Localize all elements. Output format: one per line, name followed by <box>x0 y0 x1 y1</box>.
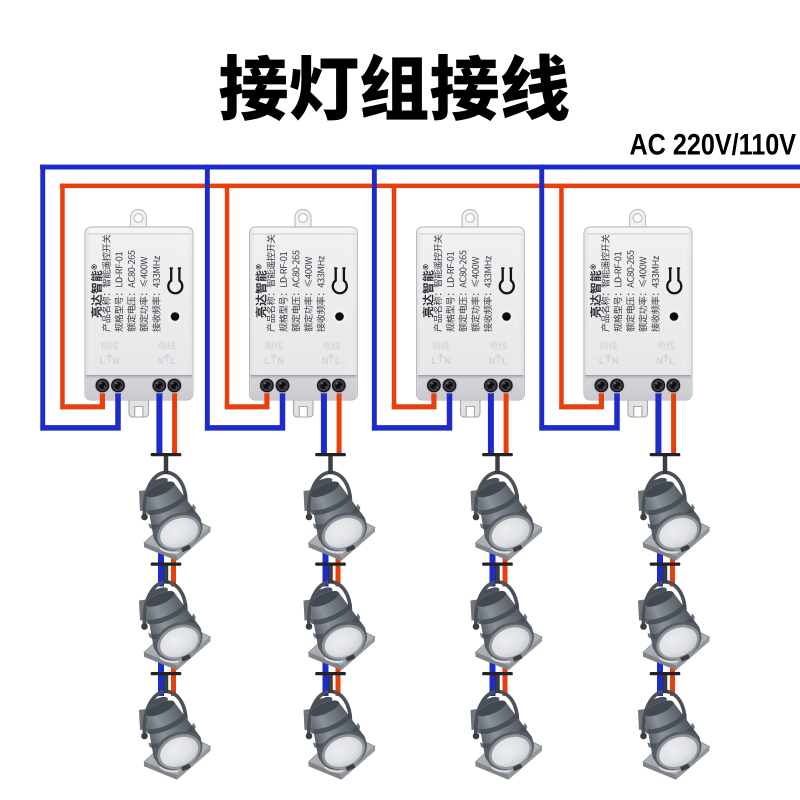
svg-text:AC 220V/110V: AC 220V/110V <box>630 129 797 162</box>
